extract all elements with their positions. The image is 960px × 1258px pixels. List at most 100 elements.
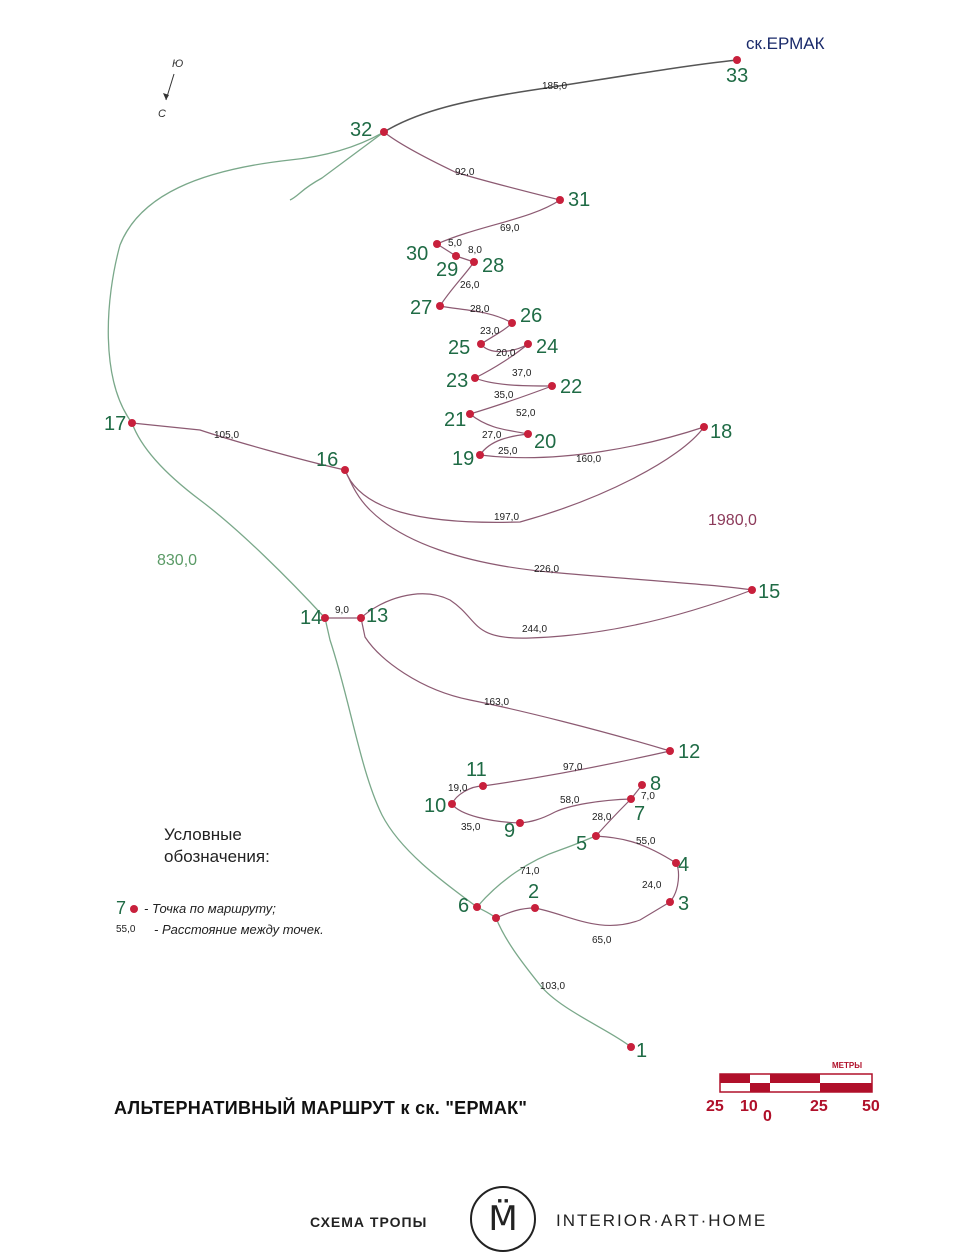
point-label-3: 3 (678, 893, 689, 915)
point-label-2: 2 (528, 881, 539, 903)
point-label-30: 30 (406, 243, 428, 265)
scale-label: 25 (706, 1098, 724, 1115)
point-10 (448, 800, 456, 808)
red-total: 1980,0 (708, 512, 757, 529)
point-12 (666, 747, 674, 755)
junction-point (492, 914, 500, 922)
distance-label: 55,0 (636, 836, 656, 847)
point-labels: 1 2 3 4 5 6 7 8 9 10 11 12 13 14 15 16 1… (104, 65, 780, 1062)
legend-point-row: 7 - Точка по маршруту; (116, 898, 276, 919)
distance-label: 105,0 (214, 430, 239, 441)
distance-label: 28,0 (470, 304, 490, 315)
point-6 (473, 903, 481, 911)
point-dot-icon (130, 904, 138, 913)
scale-title: МЕТРЫ (832, 1061, 863, 1070)
distance-label: 226,0 (534, 564, 559, 575)
compass-arrow-icon (163, 93, 169, 100)
point-label-19: 19 (452, 448, 474, 470)
point-14 (321, 614, 329, 622)
distance-label: 25,0 (498, 446, 518, 457)
legend-title-line: Условные (164, 825, 242, 844)
red-trail (131, 131, 753, 927)
point-label-20: 20 (534, 431, 556, 453)
point-26 (508, 319, 516, 327)
point-label-17: 17 (104, 413, 126, 435)
point-label-26: 26 (520, 305, 542, 327)
point-label-6: 6 (458, 895, 469, 917)
distance-label: 244,0 (522, 624, 547, 635)
distance-label: 103,0 (540, 981, 565, 992)
distance-label: 9,0 (335, 605, 349, 616)
legend-distance-example: 55,0 (116, 924, 136, 935)
point-label-12: 12 (678, 741, 700, 763)
point-32 (380, 128, 388, 136)
point-label-13: 13 (366, 605, 388, 627)
compass-north: С (158, 108, 166, 120)
point-17 (128, 419, 136, 427)
route-points (128, 56, 756, 1051)
distance-label: 69,0 (500, 223, 520, 234)
distance-label: 20,0 (496, 348, 516, 359)
distance-label: 185,0 (542, 81, 567, 92)
point-1 (627, 1043, 635, 1051)
green-total: 830,0 (157, 552, 197, 569)
point-30 (433, 240, 441, 248)
point-16 (341, 466, 349, 474)
point-13 (357, 614, 365, 622)
point-label-9: 9 (504, 820, 515, 842)
distance-label: 65,0 (592, 935, 612, 946)
footer-brand: INTERIOR·ART·HOME (556, 1211, 768, 1230)
point-4 (672, 859, 680, 867)
point-label-7: 7 (634, 803, 645, 825)
compass-south: Ю (172, 58, 183, 70)
point-25 (477, 340, 485, 348)
map-title: АЛЬТЕРНАТИВНЫЙ МАРШРУТ к ск. "ЕРМАК" (114, 1098, 528, 1118)
destination-label: ск.ЕРМАК (746, 34, 825, 53)
point-label-31: 31 (568, 189, 590, 211)
brand-logo-icon: M̈ (470, 1186, 536, 1252)
point-label-14: 14 (300, 607, 322, 629)
point-31 (556, 196, 564, 204)
distance-label: 197,0 (494, 512, 519, 523)
distance-labels: 185,0 92,0 69,0 5,0 8,0 26,0 28,0 23,0 2… (214, 81, 662, 992)
distance-label: 35,0 (494, 390, 514, 401)
legend-title-line: обозначения: (164, 847, 270, 866)
distance-label: 28,0 (592, 812, 612, 823)
point-label-1: 1 (636, 1040, 647, 1062)
point-27 (436, 302, 444, 310)
point-label-21: 21 (444, 409, 466, 431)
distance-label: 7,0 (641, 791, 655, 802)
distance-label: 163,0 (484, 697, 509, 708)
point-label-22: 22 (560, 376, 582, 398)
point-9 (516, 819, 524, 827)
point-label-33: 33 (726, 65, 748, 87)
point-label-24: 24 (536, 336, 558, 358)
point-24 (524, 340, 532, 348)
point-label-15: 15 (758, 581, 780, 603)
point-3 (666, 898, 674, 906)
point-20 (524, 430, 532, 438)
point-label-25: 25 (448, 337, 470, 359)
point-8 (638, 781, 646, 789)
legend-point-text: - Точка по маршруту; (144, 901, 276, 916)
footer-caption: СХЕМА ТРОПЫ (310, 1214, 428, 1230)
scale-label: 0 (763, 1108, 772, 1125)
point-28 (470, 258, 478, 266)
point-33 (733, 56, 741, 64)
distance-label: 23,0 (480, 326, 500, 337)
legend-point-example: 7 (116, 898, 127, 918)
distance-label: 37,0 (512, 368, 532, 379)
point-23 (471, 374, 479, 382)
point-label-4: 4 (678, 854, 689, 876)
point-11 (479, 782, 487, 790)
point-label-28: 28 (482, 255, 504, 277)
point-5 (592, 832, 600, 840)
point-2 (531, 904, 539, 912)
green-trail (107, 131, 632, 1048)
distance-label: 92,0 (455, 167, 475, 178)
legend-distance-text: - Расстояние между точек. (154, 922, 324, 937)
point-label-29: 29 (436, 259, 458, 281)
distance-label: 19,0 (448, 783, 468, 794)
point-22 (548, 382, 556, 390)
